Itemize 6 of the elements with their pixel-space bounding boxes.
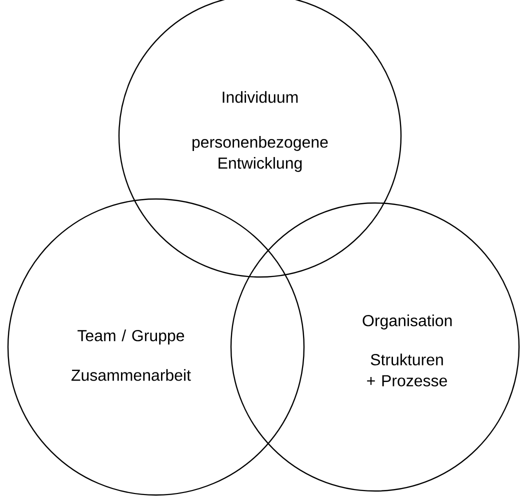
circle-text: personenbezogene Entwicklung	[192, 136, 328, 172]
circle-text: Zusammenarbeit	[71, 369, 191, 381]
circle-heading: Organisation	[362, 314, 452, 330]
circle-heading: Individuum	[222, 91, 298, 103]
circle-text: Strukturen + Prozesse	[367, 354, 447, 386]
circle-heading: Team / Gruppe	[78, 330, 184, 344]
